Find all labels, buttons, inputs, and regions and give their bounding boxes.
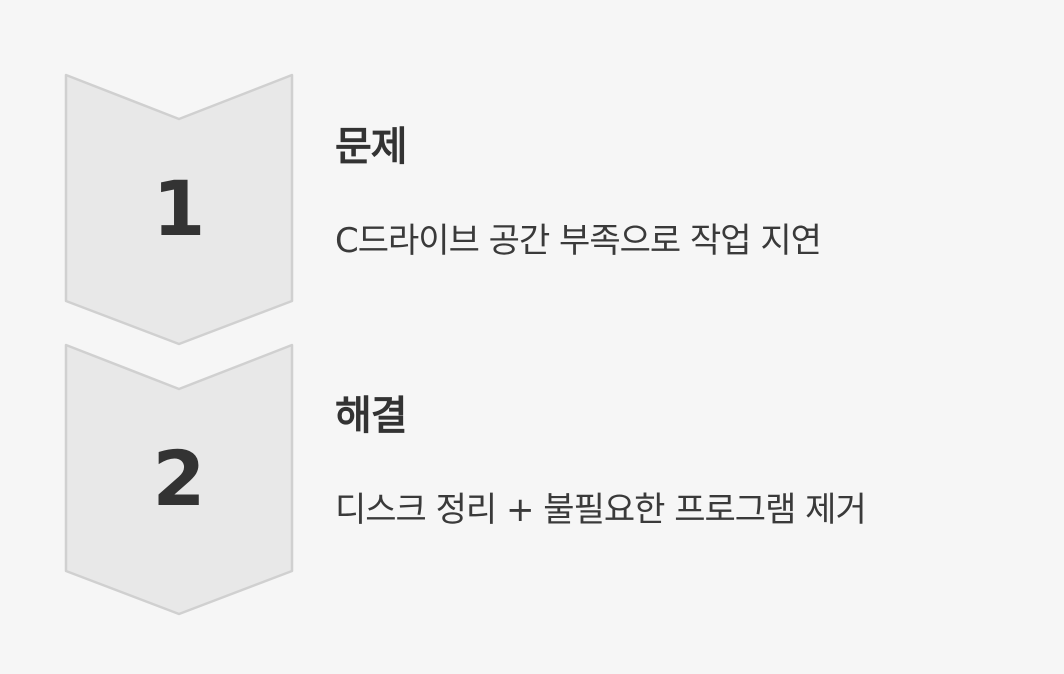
chevron-shape <box>64 343 294 616</box>
step-1-title: 문제 <box>335 124 408 170</box>
step-1-description: C드라이브 공간 부족으로 작업 지연 <box>335 221 822 261</box>
step-1-chevron: 1 <box>64 73 294 346</box>
step-number: 1 <box>152 164 206 253</box>
step-2-title: 해결 <box>335 393 408 439</box>
step-number: 2 <box>152 434 206 523</box>
chevron-shape <box>64 73 294 346</box>
step-2-chevron: 2 <box>64 343 294 616</box>
step-2-description: 디스크 정리 + 불필요한 프로그램 제거 <box>335 490 867 530</box>
